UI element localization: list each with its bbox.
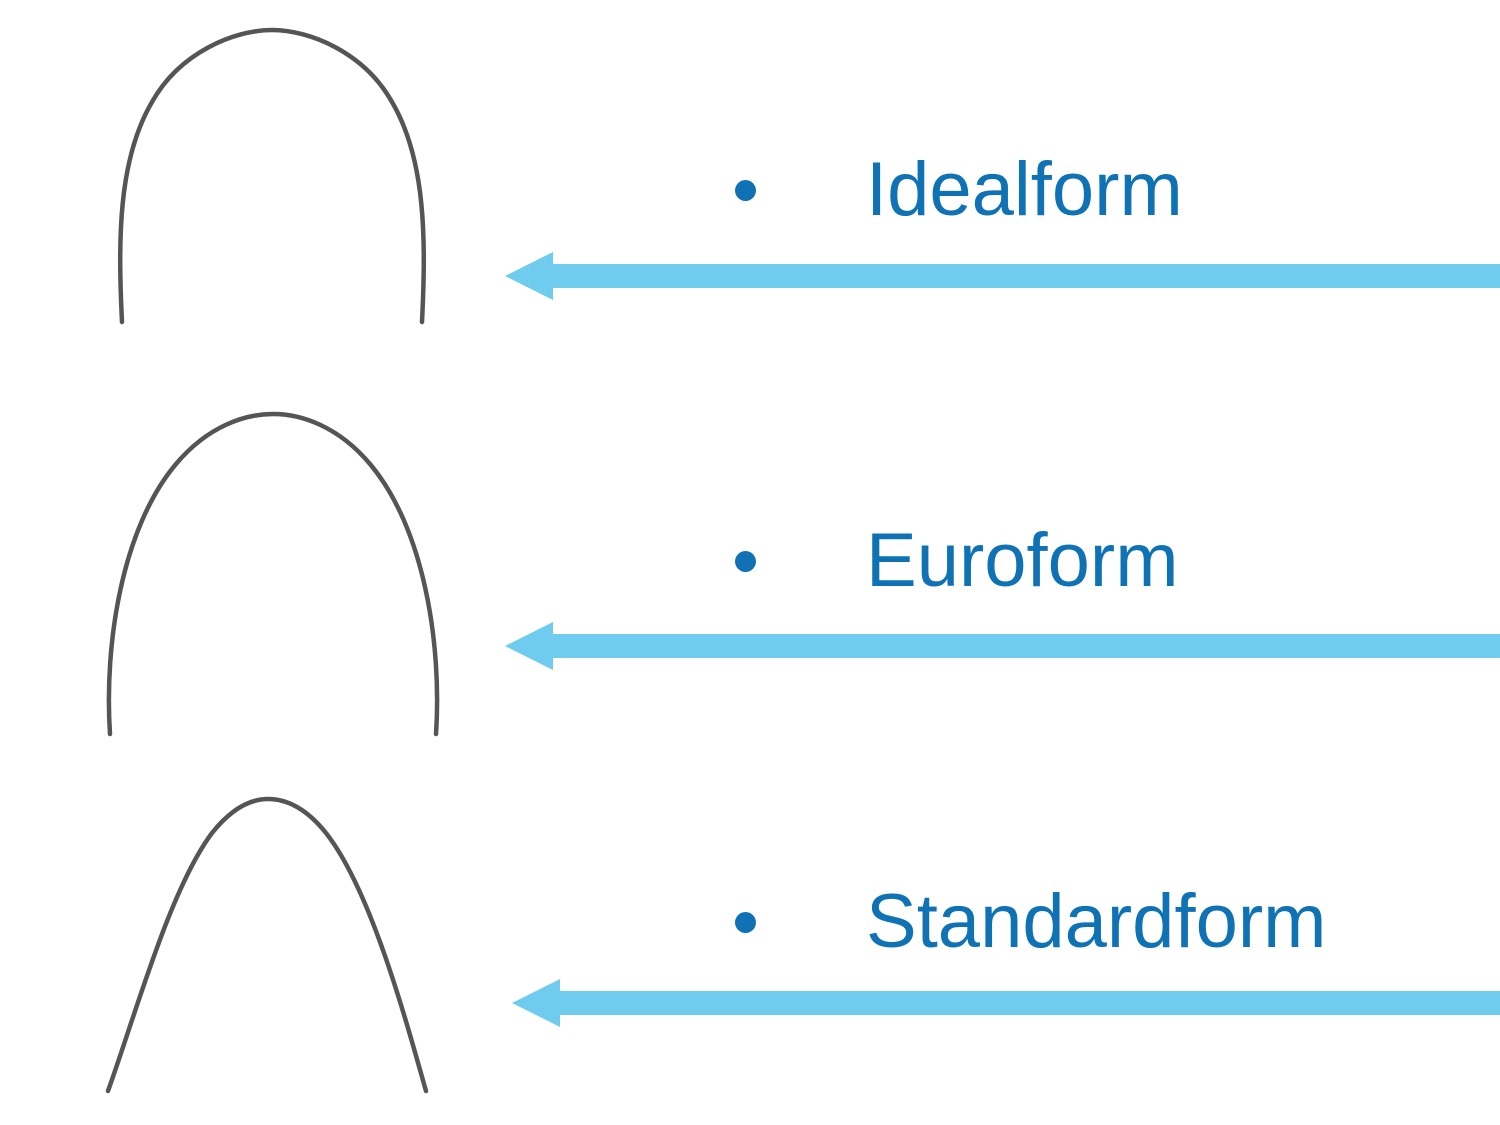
bullet-item-euroform: Euroform — [735, 523, 1179, 599]
archwire-euroform-drawing — [106, 411, 440, 737]
archwire-standardform-path — [105, 796, 429, 1094]
bullet-label-standardform: Standardform — [866, 879, 1327, 964]
bullet-label-idealform: Idealform — [866, 147, 1183, 232]
archwire-idealform-path — [117, 27, 427, 325]
arrow-left-idealform — [505, 248, 1500, 304]
arrow-left-idealform-path — [505, 252, 1500, 300]
bullet-dot-icon — [735, 179, 756, 201]
archwire-idealform — [60, 10, 480, 350]
arrow-left-euroform — [505, 618, 1500, 674]
bullet-item-idealform: Idealform — [735, 152, 1183, 228]
archwire-idealform-drawing — [117, 27, 427, 325]
archwire-euroform-path — [106, 411, 440, 737]
bullet-item-standardform: Standardform — [735, 884, 1326, 960]
arrow-left-euroform-path — [505, 622, 1500, 670]
arrow-left-standardform — [512, 975, 1500, 1031]
archwire-standardform — [60, 785, 480, 1105]
arrow-left-idealform-shape — [505, 252, 1500, 300]
arrow-left-euroform-shape — [505, 622, 1500, 670]
arrow-left-standardform-path — [512, 979, 1500, 1027]
bullet-label-euroform: Euroform — [866, 518, 1179, 603]
arrow-left-standardform-shape — [512, 979, 1500, 1027]
archwire-euroform — [60, 400, 480, 750]
bullet-dot-icon — [735, 911, 756, 933]
archwire-standardform-drawing — [105, 796, 429, 1094]
bullet-dot-icon — [735, 550, 756, 572]
